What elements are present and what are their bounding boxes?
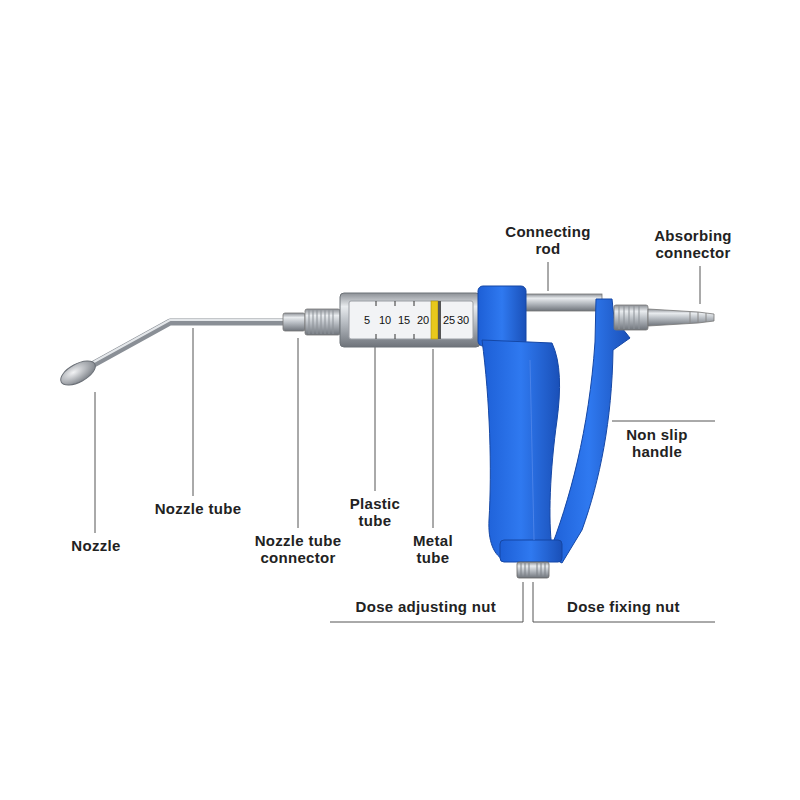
part-name: Connecting rod	[500, 223, 596, 257]
scale-number: 20	[415, 314, 431, 326]
leader-lines	[95, 262, 715, 622]
part-name: Absorbing connector	[643, 227, 743, 261]
part-name: Non slip handle	[617, 426, 697, 460]
scale-number: 5	[360, 314, 374, 326]
scale-number: 30	[456, 314, 470, 326]
part-name: Nozzle	[46, 537, 146, 554]
scale-number: 10	[377, 314, 393, 326]
part-name: Nozzle tube connector	[243, 532, 353, 566]
part-name: Dose fixing nut	[567, 598, 727, 615]
scale-number: 15	[396, 314, 412, 326]
scale-number: 25	[442, 314, 456, 326]
part-name: Dose adjusting nut	[316, 598, 496, 615]
part-name: Metal tube	[406, 532, 461, 566]
part-name: Plastic tube	[345, 495, 405, 529]
part-name: Nozzle tube	[128, 500, 268, 517]
